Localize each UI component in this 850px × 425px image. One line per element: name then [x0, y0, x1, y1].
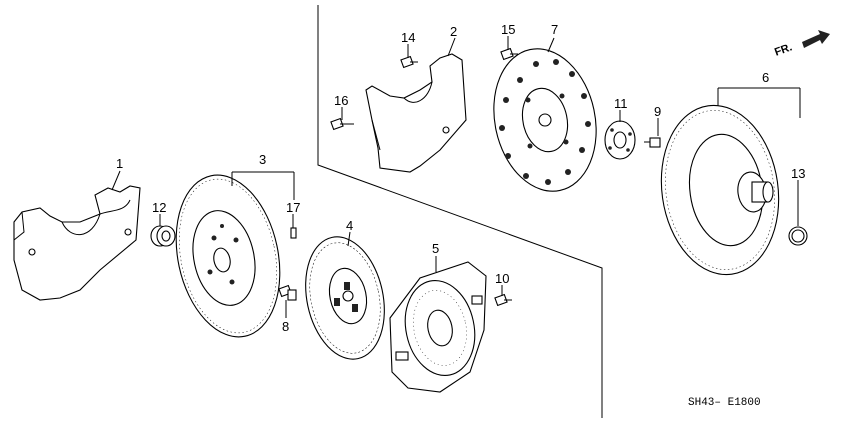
part-10-pressure-plate-bolt	[494, 293, 512, 307]
callout-2: 2	[450, 24, 457, 39]
callout-1: 1	[116, 156, 123, 171]
part-5-pressure-plate	[389, 261, 487, 393]
part-16-bolt	[330, 117, 354, 131]
diagram-code: SH43– E1800	[688, 397, 761, 409]
callout-9: 9	[654, 104, 661, 119]
callout-10: 10	[495, 271, 509, 286]
part-14-bolt	[400, 55, 418, 69]
part-12-pilot-bearing	[150, 225, 176, 247]
front-direction-label: FR.	[773, 41, 794, 58]
part-1-cover-plate	[13, 185, 141, 301]
callout-8: 8	[282, 319, 289, 334]
callout-11: 11	[614, 96, 628, 111]
callout-17: 17	[286, 200, 300, 215]
callout-15: 15	[501, 22, 515, 37]
front-direction-indicator: FR.	[773, 30, 830, 59]
part-4-clutch-disc	[305, 236, 385, 360]
callout-7: 7	[551, 22, 558, 37]
callout-12: 12	[152, 200, 166, 215]
callout-5: 5	[432, 241, 439, 256]
part-9-bolt	[644, 137, 661, 148]
part-17-dowel-pin	[290, 227, 297, 239]
part-6-torque-converter	[660, 104, 780, 276]
part-2-torque-converter-cover	[365, 53, 467, 173]
part-3-flywheel	[175, 174, 281, 338]
callout-14: 14	[401, 30, 415, 45]
callout-6: 6	[762, 70, 769, 85]
part-15-bolt	[500, 47, 518, 61]
callout-leaders	[111, 36, 801, 318]
callout-16: 16	[334, 93, 348, 108]
arrow-icon	[802, 30, 830, 48]
group-divider	[317, 5, 603, 418]
callout-numbers: 1 2 3 4 5 6 7 8 9 10 11 12 13 14 15 16 1…	[116, 22, 805, 334]
part-11-washer-plate	[604, 120, 636, 160]
part-13-o-ring	[788, 226, 808, 246]
part-7-drive-plate	[493, 48, 597, 192]
part-8-flywheel-bolt	[278, 284, 297, 301]
callout-3: 3	[259, 152, 266, 167]
callout-13: 13	[791, 166, 805, 181]
callout-4: 4	[346, 218, 353, 233]
